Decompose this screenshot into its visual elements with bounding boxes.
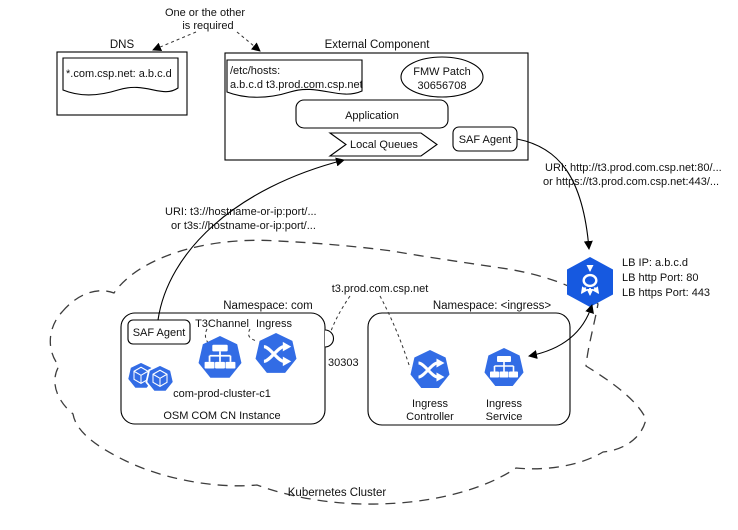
- local-queues-label: Local Queues: [350, 139, 418, 151]
- saf-agent-label-com: SAF Agent: [133, 327, 186, 339]
- hostname-label: t3.prod.com.csp.net: [332, 283, 429, 295]
- hostname-line-to-controller: [379, 295, 411, 369]
- ingress-controller-label-2: Controller: [406, 411, 454, 423]
- curve-safext-to-lb: [516, 138, 593, 250]
- saf-agent-label-external: SAF Agent: [459, 134, 512, 146]
- ingress-service-label-1: Ingress: [486, 398, 523, 410]
- uri-http-line1: URI: http://t3.prod.com.csp.net:80/...: [545, 162, 722, 174]
- cluster-name-label: com-prod-cluster-c1: [173, 388, 271, 400]
- instance-label: OSM COM CN Instance: [163, 410, 280, 422]
- ingress-label-com: Ingress: [256, 318, 293, 330]
- dns-record-document: [62, 57, 179, 96]
- annotation-line1: One or the other: [165, 7, 245, 19]
- lb-ip-label: LB IP: a.b.c.d: [622, 257, 688, 269]
- ingress-callout-line: [248, 328, 258, 342]
- dns-record-text: *.com.csp.net: a.b.c.d: [66, 68, 172, 80]
- fmw-patch-line2: 30656708: [418, 80, 467, 92]
- fmw-patch-ellipse: [400, 56, 484, 98]
- dns-title: DNS: [110, 39, 135, 51]
- nodeport-arc: [324, 329, 334, 348]
- kubernetes-cluster-cloud-outline: [49, 239, 647, 505]
- local-queues-shape: [328, 132, 438, 157]
- namespace-ingress-title: Namespace: <ingress>: [433, 300, 552, 312]
- kubernetes-cluster-label: Kubernetes Cluster: [288, 487, 387, 499]
- curve-safcom-to-localqueues: [157, 157, 345, 321]
- lb-http-port-label: LB http Port: 80: [622, 272, 698, 284]
- lb-https-port-label: LB https Port: 443: [622, 287, 710, 299]
- curve-lb-ingress-service: [528, 304, 594, 359]
- saf-agent-box-com: [127, 319, 191, 345]
- application-box: [295, 99, 449, 129]
- t3channel-label: T3Channel: [195, 318, 249, 330]
- uri-t3-line1: URI: t3://hostname-or-ip:port/...: [165, 206, 317, 218]
- load-balancer-icon: [567, 257, 613, 307]
- annotation-arrow-hosts: [236, 31, 261, 52]
- uri-t3-line2: or t3s://hostname-or-ip:port/...: [171, 220, 316, 232]
- external-component-title: External Component: [325, 39, 431, 51]
- annotation-line2: is required: [182, 20, 233, 32]
- namespace-ingress-box: [367, 312, 571, 426]
- etc-hosts-line1: /etc/hosts:: [230, 65, 280, 77]
- fmw-patch-line1: FMW Patch: [413, 66, 470, 78]
- uri-http-line2: or https://t3.prod.com.csp.net:443/...: [543, 176, 719, 188]
- application-label: Application: [345, 110, 399, 122]
- etc-hosts-line2: a.b.c.d t3.prod.com.csp.net: [230, 79, 363, 91]
- nodeport-label: 30303: [328, 357, 359, 369]
- hostname-line-to-nodeport: [330, 295, 351, 332]
- annotation-arrow-dns: [152, 31, 197, 52]
- etc-hosts-document: [226, 59, 363, 98]
- ingress-controller-label-1: Ingress: [412, 398, 449, 410]
- ingress-service-label-2: Service: [486, 411, 523, 423]
- namespace-com-title: Namespace: com: [223, 300, 312, 312]
- pod-icon-2: [145, 364, 175, 393]
